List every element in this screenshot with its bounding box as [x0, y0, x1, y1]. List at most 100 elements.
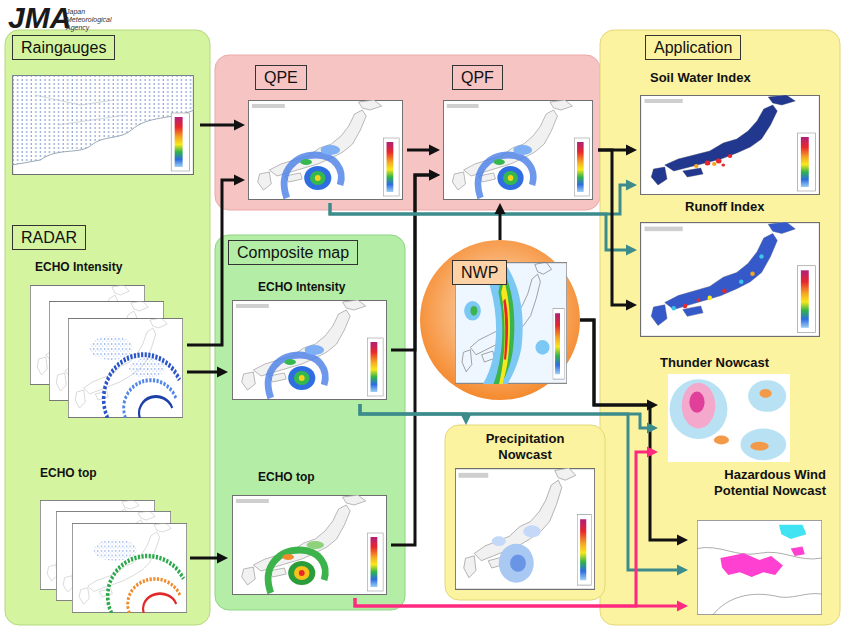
hazard-map — [697, 520, 822, 615]
input-card: Raingauges — [10, 33, 200, 178]
composite-top-map — [232, 495, 386, 595]
connector-line — [355, 598, 679, 606]
heading-box: Raingauges — [12, 35, 115, 60]
connector — [495, 203, 506, 240]
connector-line — [330, 185, 628, 214]
radar-image — [68, 318, 182, 418]
connector — [355, 447, 658, 607]
connector-line — [407, 149, 431, 152]
composite-card: ECHO Intensity — [228, 278, 391, 404]
arrow-head — [677, 535, 688, 546]
card-label: ECHO top — [258, 470, 315, 484]
card-label: ECHO Intensity — [35, 260, 122, 274]
arrow-head — [234, 120, 245, 131]
arrow-head — [429, 170, 440, 181]
raingauge-map — [12, 75, 194, 175]
arrow-head — [429, 145, 440, 156]
radar-group: RADAR ECHO IntensityECHO top — [10, 222, 195, 621]
connector-line — [330, 203, 628, 250]
connector — [598, 150, 637, 311]
arrow-head — [217, 553, 228, 564]
connector-line — [598, 150, 628, 305]
product-card: Thunder Nowcast — [658, 353, 795, 465]
radar-card: ECHO top — [30, 465, 190, 617]
arrow-head — [677, 565, 688, 576]
connector — [200, 120, 245, 131]
qpf-map — [443, 100, 592, 200]
connector-line — [360, 404, 679, 570]
arrow-head — [647, 423, 658, 434]
application-panel: ApplicationSoil Water IndexRunoff IndexT… — [600, 30, 840, 625]
soil-field — [651, 95, 795, 185]
nwp-circle-ground — [420, 240, 580, 400]
heading-box: NWP — [452, 260, 507, 285]
connector — [355, 598, 688, 612]
runoff-map — [641, 222, 820, 336]
heading-box: Application — [645, 35, 741, 60]
arrow-head — [626, 245, 637, 256]
connector-line — [355, 452, 649, 606]
arrow-head — [626, 145, 637, 156]
echo-top-image — [72, 523, 186, 613]
arrow-head — [626, 180, 637, 191]
analysis-card: QPF — [440, 62, 598, 203]
connector — [407, 145, 440, 156]
card-label: Soil Water Index — [650, 70, 751, 86]
card-label: ECHO Intensity — [258, 280, 345, 294]
input-panel-ground — [5, 30, 210, 625]
connector-line — [360, 404, 649, 428]
radar-card: ECHO Intensity — [25, 258, 187, 422]
heading-box: Composite map — [228, 240, 358, 265]
rain-field — [268, 345, 325, 398]
heading-box: QPE — [255, 65, 307, 90]
nowcast-panel-ground — [445, 425, 605, 600]
connector-line — [190, 557, 219, 560]
logo-subtext: Japan Meteorological Agency — [66, 8, 114, 32]
product-card: Runoff Index — [637, 197, 825, 340]
composite-card: ECHO top — [228, 468, 391, 598]
analysis-card: QPE — [245, 62, 407, 203]
connector-line — [391, 175, 431, 545]
connector — [190, 553, 228, 564]
card-label: Precipitation Nowcast — [460, 431, 590, 463]
arrow-head — [647, 447, 658, 458]
arrow-head — [429, 170, 440, 181]
soil-map — [641, 95, 820, 195]
nowcast-panel: Precipitation Nowcast — [445, 425, 605, 600]
echo-top-field — [268, 541, 325, 593]
rain-field — [478, 145, 533, 198]
composite-intensity-map — [232, 300, 386, 400]
card-label: Runoff Index — [685, 199, 764, 215]
arrow-head — [234, 175, 245, 186]
arrow-head — [495, 203, 506, 214]
product-card: Hazardous Wind Potential Nowcast — [688, 466, 830, 618]
connector — [391, 170, 440, 546]
precipitation-field — [492, 525, 541, 582]
connector-line — [187, 371, 219, 374]
analysis-panel-ground — [215, 55, 600, 210]
connector — [330, 203, 637, 256]
connector-line — [499, 212, 502, 240]
composite-panel-ground — [215, 235, 405, 610]
connector — [187, 367, 228, 378]
nwp-circle: NWP — [420, 240, 580, 400]
card-label: Thunder Nowcast — [660, 355, 769, 371]
card-label: Hazardous Wind Potential Nowcast — [690, 467, 826, 499]
connector-line — [200, 124, 236, 127]
card-label: ECHO top — [40, 466, 97, 480]
connector-line — [391, 175, 431, 350]
connector — [330, 180, 637, 215]
rain-field — [284, 145, 341, 198]
logo-text: JMA — [8, 2, 71, 34]
thunder-map — [668, 374, 790, 462]
arrow-head — [217, 367, 228, 378]
arrow-head — [677, 601, 688, 612]
arrow-head — [461, 414, 472, 425]
heading-box: RADAR — [12, 225, 86, 250]
product-card: Soil Water Index — [637, 68, 825, 198]
connector-line — [580, 320, 649, 405]
arrow-head — [626, 300, 637, 311]
